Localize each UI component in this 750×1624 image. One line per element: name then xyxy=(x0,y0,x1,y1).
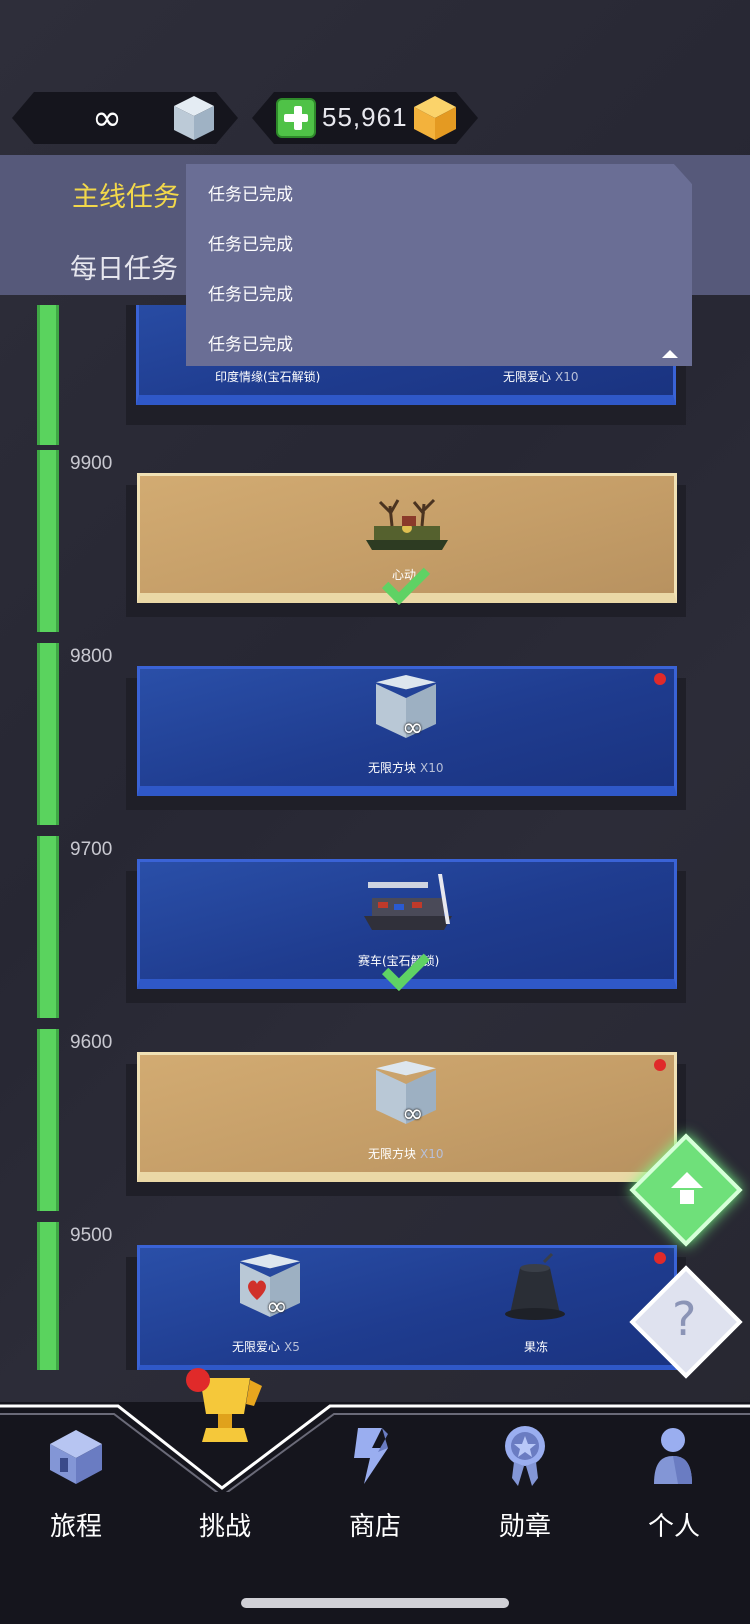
gem-icon xyxy=(412,94,458,142)
gems-counter: 55,961 xyxy=(252,92,478,144)
nav-label: 挑战 xyxy=(198,1512,251,1542)
cube-icon xyxy=(376,675,436,741)
person-icon xyxy=(654,1428,692,1484)
notification-dot xyxy=(654,1252,666,1264)
house-icon xyxy=(50,1430,102,1484)
bottom-nav: 旅程 挑战 商店 勋章 xyxy=(0,1368,750,1624)
race-car-scene-icon xyxy=(364,874,452,930)
track-segment xyxy=(37,836,59,1018)
track-segment xyxy=(37,305,59,445)
tab-main-quest[interactable]: 主线任务 xyxy=(72,182,180,213)
reward-label: 印度情缘(宝石解锁) xyxy=(215,370,321,384)
tick-label: 9900 xyxy=(70,453,113,474)
reward-track[interactable]: 9900 9800 9700 9600 9500 印度情缘(宝石解锁) 无限爱心… xyxy=(0,305,750,1370)
cube-icon xyxy=(376,1061,436,1127)
reward-card-9900[interactable]: 心动 xyxy=(137,473,677,603)
heartbeat-scene-icon xyxy=(366,498,448,550)
quest-dropdown[interactable]: 任务已完成 任务已完成 任务已完成 任务已完成 xyxy=(186,164,692,366)
home-indicator[interactable] xyxy=(241,1598,509,1608)
question-mark-icon: ? xyxy=(672,1292,697,1346)
tick-label: 9700 xyxy=(70,839,113,860)
heart-cube-icon xyxy=(240,1254,300,1320)
track-segment xyxy=(37,1222,59,1370)
notification-dot xyxy=(654,1059,666,1071)
nav-label: 商店 xyxy=(348,1512,401,1542)
tick-label: 9800 xyxy=(70,646,113,667)
notification-dot xyxy=(654,673,666,685)
dropdown-item[interactable]: 任务已完成 xyxy=(208,235,293,255)
infinity-icon: ∞ xyxy=(266,1292,288,1322)
gems-value: 55,961 xyxy=(322,102,408,132)
dropdown-item[interactable]: 任务已完成 xyxy=(208,185,293,205)
collapse-caret-icon[interactable] xyxy=(662,350,678,358)
dropdown-item[interactable]: 任务已完成 xyxy=(208,285,293,305)
shop-icon xyxy=(354,1428,388,1484)
tick-label: 9500 xyxy=(70,1225,113,1246)
nav-label: 个人 xyxy=(647,1512,700,1542)
reward-label: 果冻 xyxy=(524,1340,549,1354)
tab-daily-quest[interactable]: 每日任务 xyxy=(70,254,178,285)
reward-card-9700[interactable]: 赛车(宝石解锁) xyxy=(137,859,677,989)
lives-counter[interactable]: ∞ xyxy=(12,92,238,144)
nav-label: 勋章 xyxy=(498,1512,551,1542)
nav-divider xyxy=(0,1404,750,1492)
reward-label: 心动 xyxy=(392,568,417,582)
reward-label: 赛车(宝石解锁) xyxy=(358,954,440,968)
add-gems-button[interactable] xyxy=(276,98,316,138)
jelly-icon xyxy=(505,1252,565,1320)
infinity-icon: ∞ xyxy=(402,1099,424,1129)
track-segment xyxy=(37,643,59,825)
track-segment xyxy=(37,450,59,632)
trophy-icon xyxy=(186,1368,262,1442)
tick-label: 9600 xyxy=(70,1032,113,1053)
cube-icon xyxy=(172,94,216,142)
nav-label: 旅程 xyxy=(49,1512,102,1542)
track-segment xyxy=(37,1029,59,1211)
medal-icon xyxy=(505,1426,545,1486)
lives-value: ∞ xyxy=(92,98,116,139)
arrow-up-icon xyxy=(671,1172,703,1188)
dropdown-item[interactable]: 任务已完成 xyxy=(208,335,293,355)
infinity-icon: ∞ xyxy=(402,713,424,743)
